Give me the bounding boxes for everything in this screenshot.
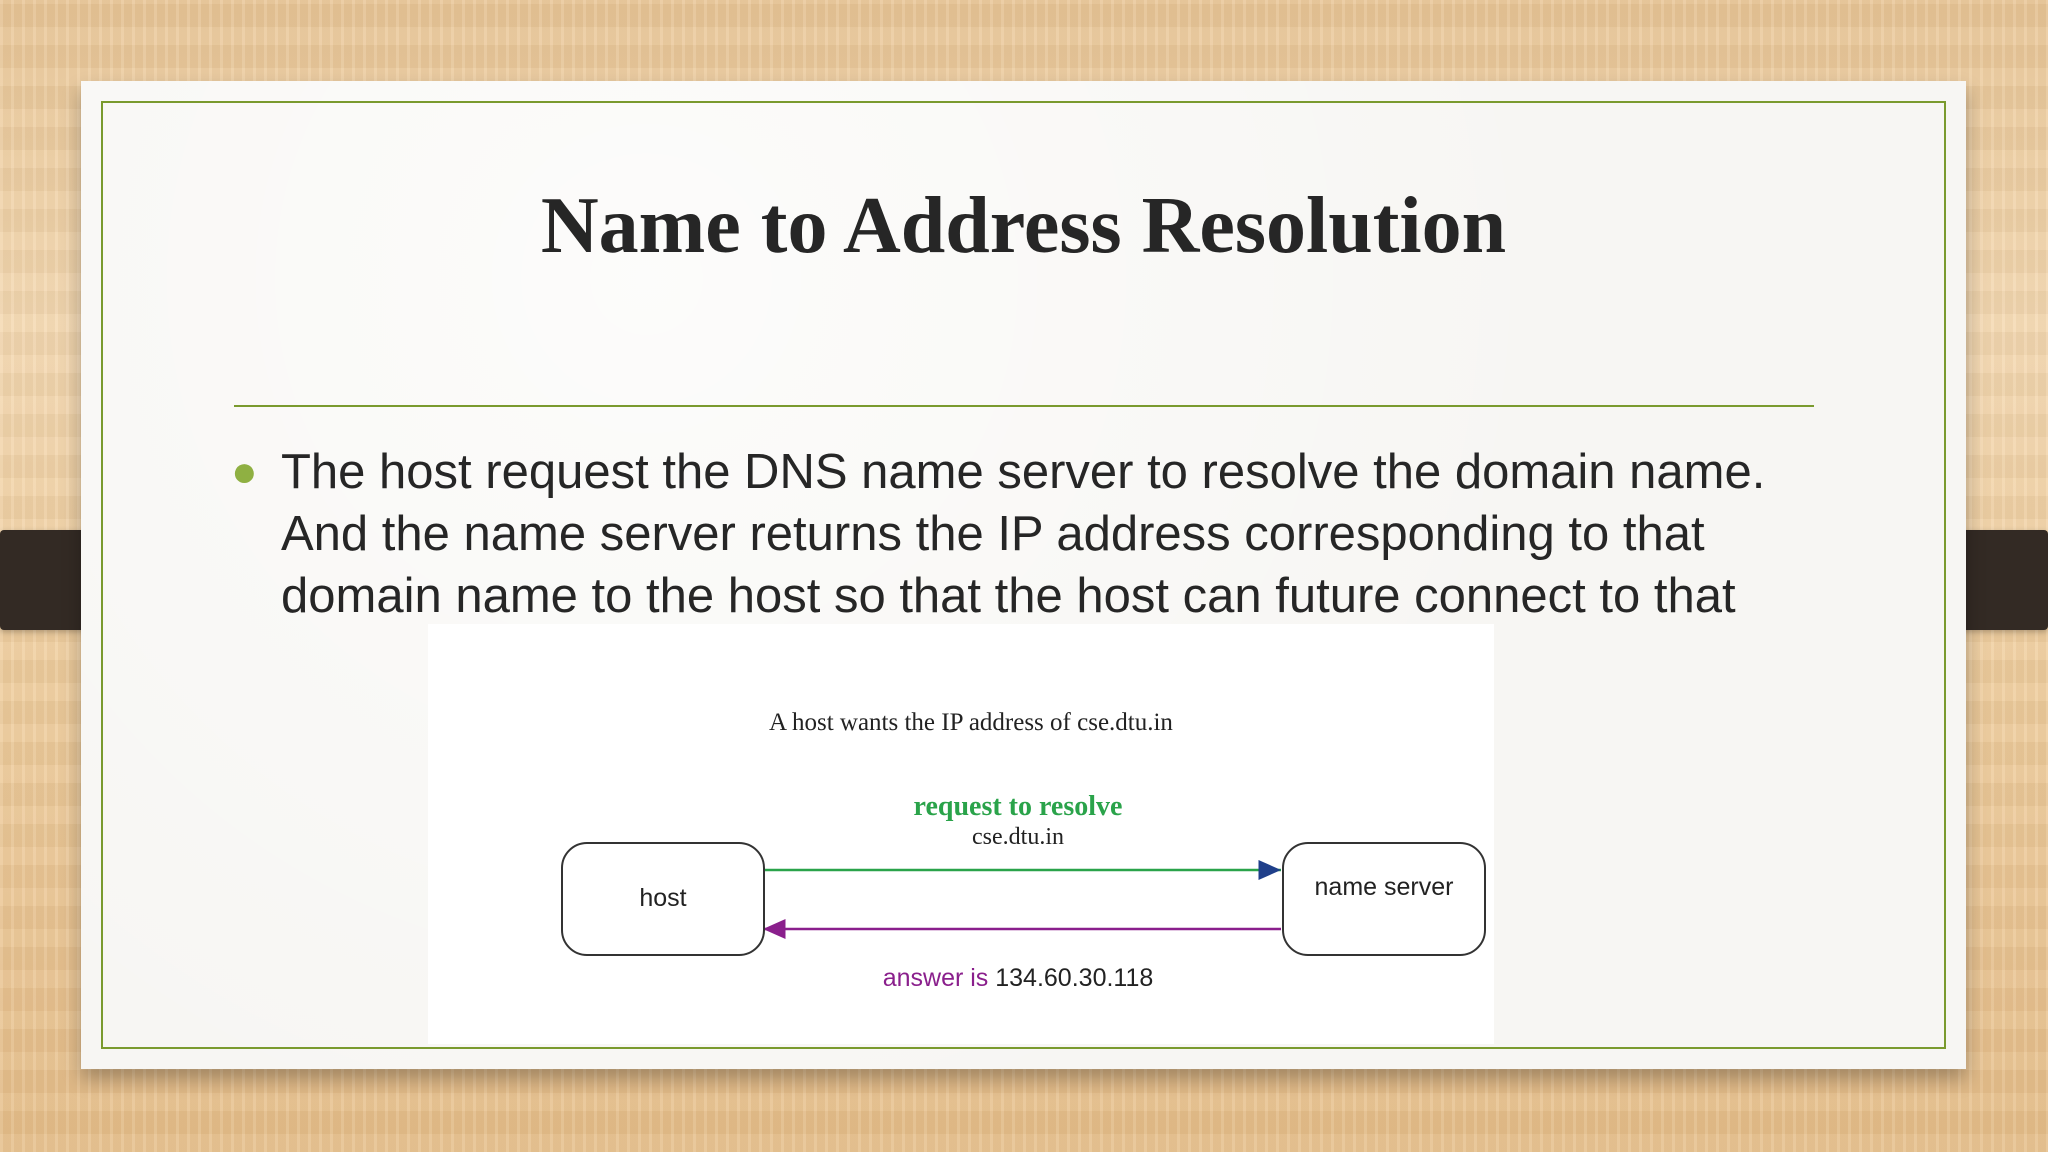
host-node: host: [561, 842, 765, 956]
request-domain: cse.dtu.in: [972, 824, 1064, 850]
dns-diagram: A host wants the IP address of cse.dtu.i…: [428, 624, 1494, 1044]
bullet-dot-icon: ●: [231, 447, 258, 496]
diagram-arrows: [763, 860, 1281, 939]
bullet-item: ● The host request the DNS name server t…: [231, 441, 1836, 627]
slide-title: Name to Address Resolution: [540, 182, 1507, 270]
answer-prefix: answer is: [882, 964, 989, 992]
slide: Name to Address Resolution ● The host re…: [81, 81, 1966, 1069]
bullet-text: The host request the DNS name server to …: [281, 445, 1766, 623]
answer-label: answer is 134.60.30.118: [828, 964, 1208, 993]
slide-border: [101, 101, 1946, 1049]
title-divider: [234, 405, 1814, 407]
name-server-node: name server: [1282, 842, 1486, 956]
request-label: request to resolve: [913, 791, 1123, 822]
answer-ip: 134.60.30.118: [995, 964, 1154, 992]
diagram-caption: A host wants the IP address of cse.dtu.i…: [769, 709, 1173, 736]
